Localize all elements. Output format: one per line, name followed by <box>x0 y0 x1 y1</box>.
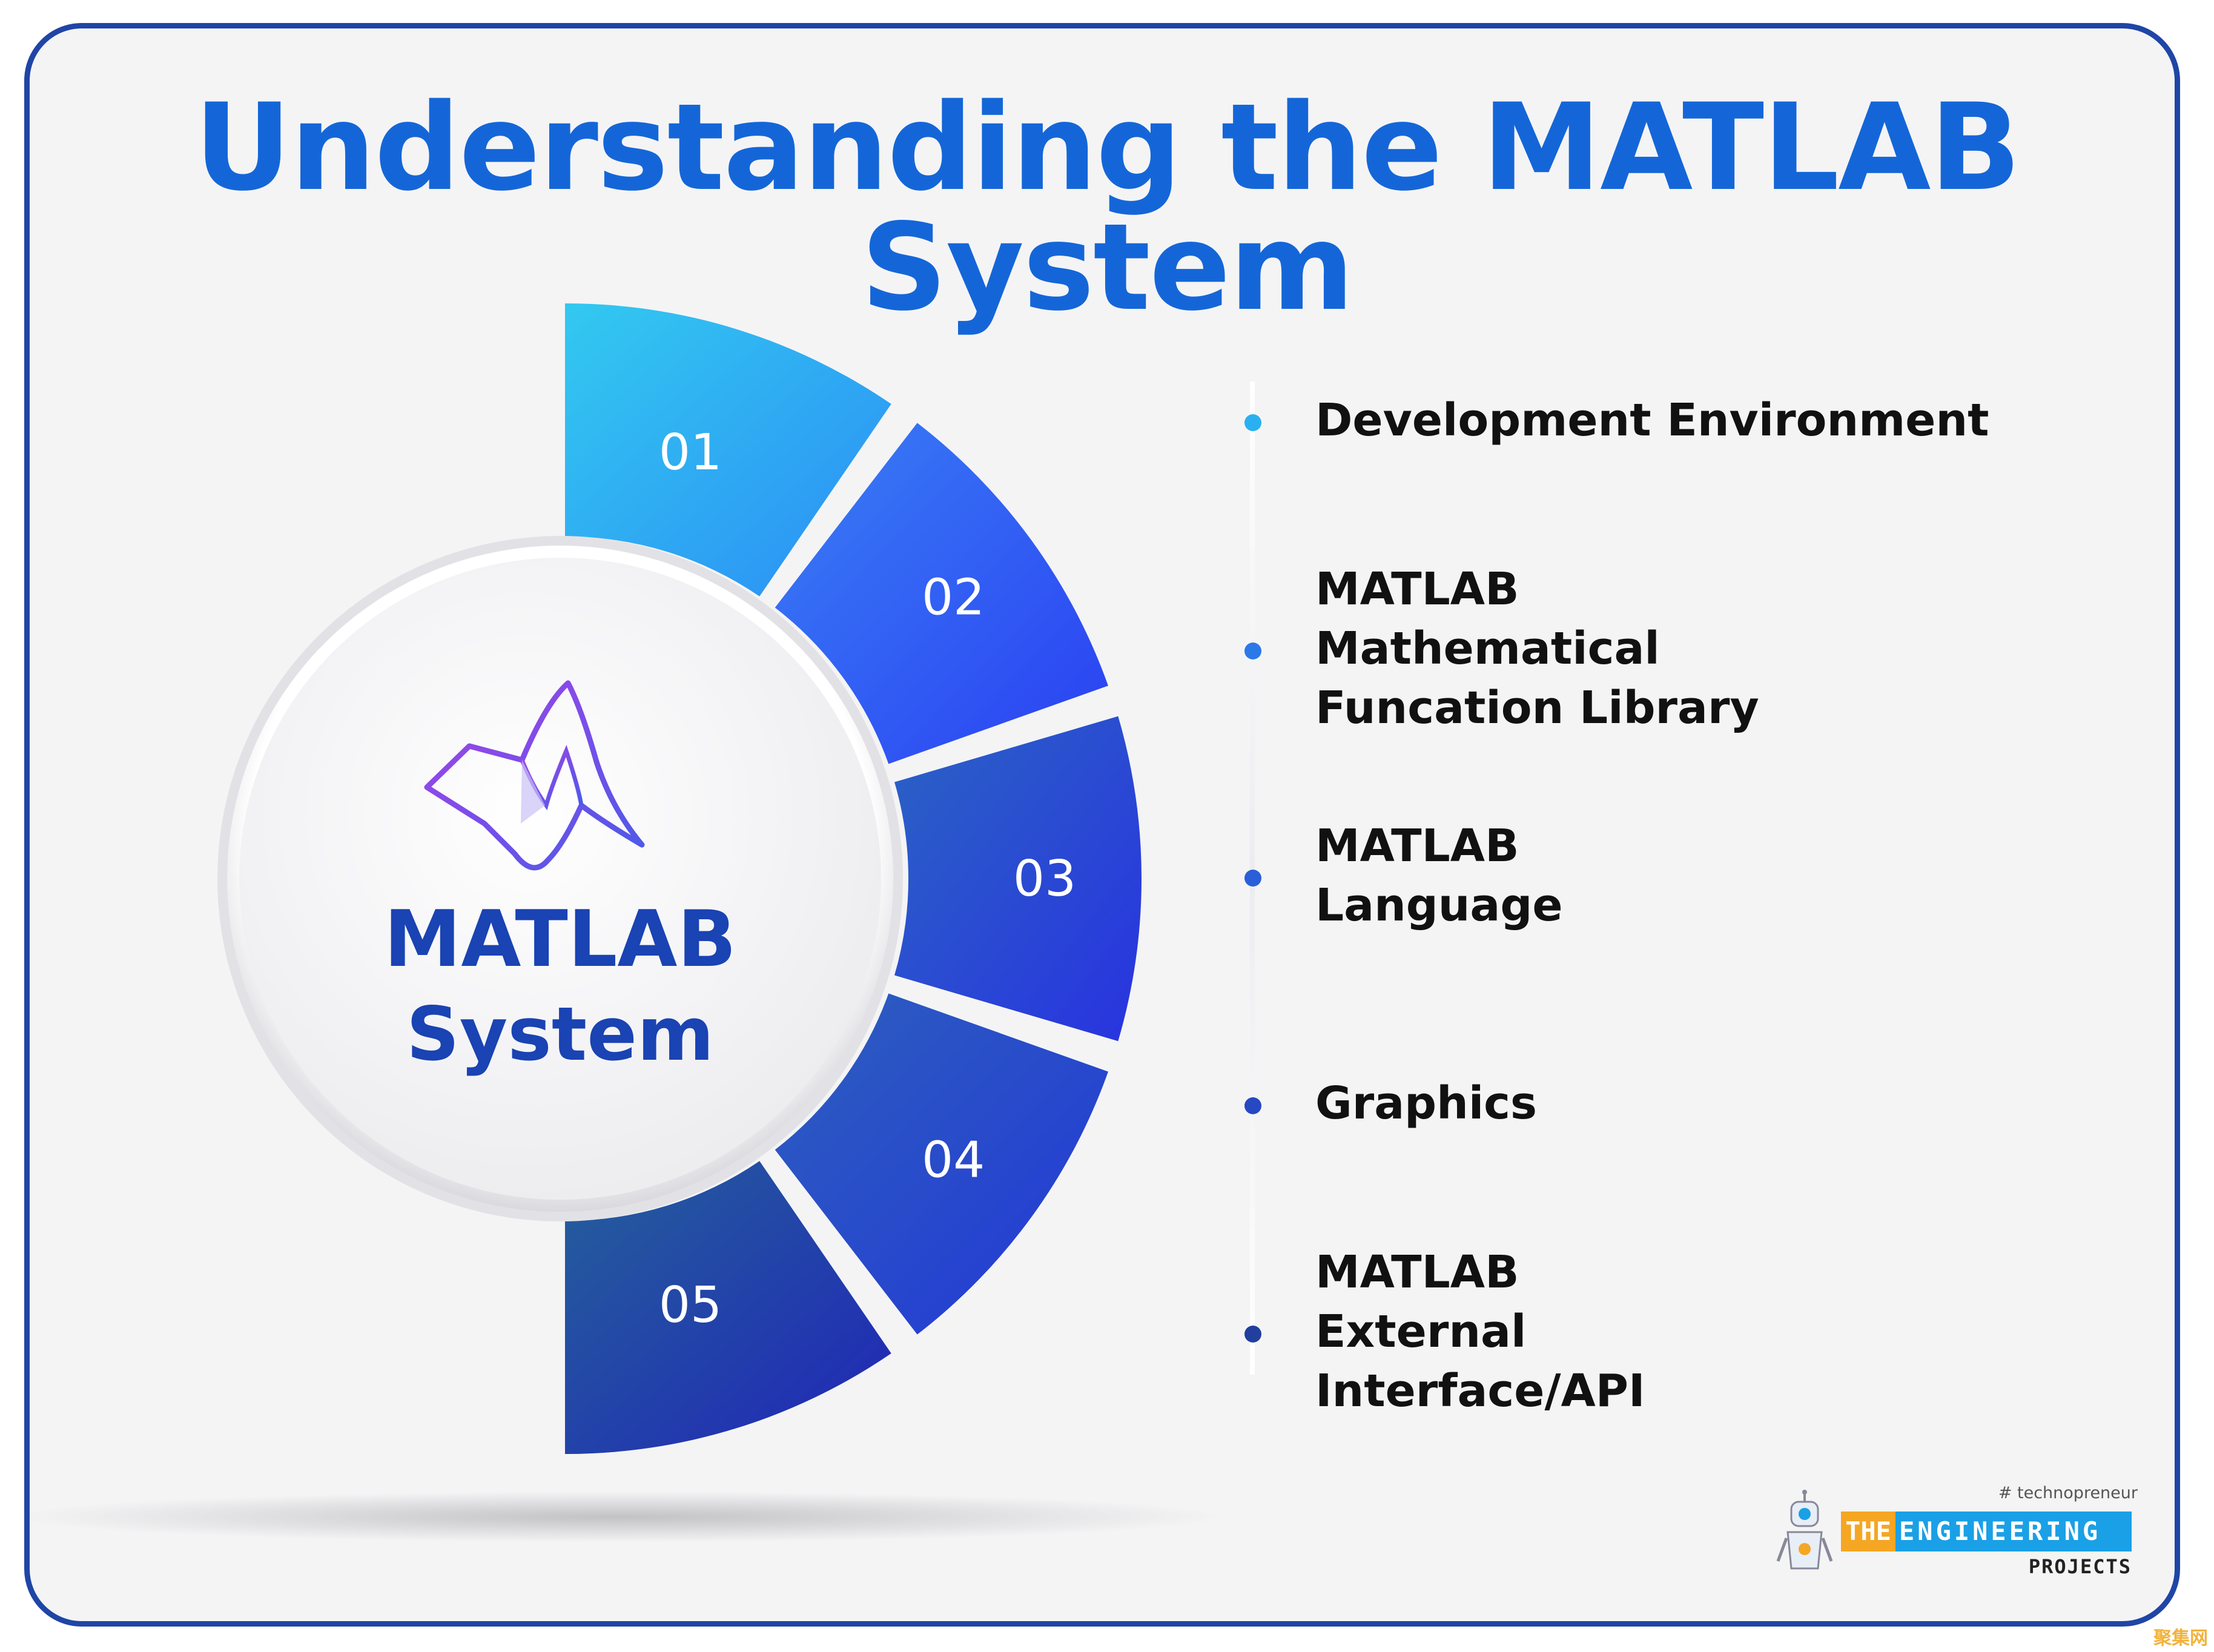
timeline-dot <box>1244 414 1261 431</box>
center-subtitle: System <box>406 991 714 1077</box>
timeline-dot <box>1244 643 1261 659</box>
center-title: MATLAB <box>384 894 736 985</box>
center-disc <box>239 558 881 1200</box>
segment-05 <box>565 1161 891 1455</box>
list-item-label: MATLAB Mathematical Funcation Library <box>1315 563 1759 734</box>
matlab-logo-icon <box>424 680 645 871</box>
timeline-dot <box>1244 870 1261 887</box>
segment-03 <box>894 716 1142 1042</box>
brand-logo: # technopreneur THE ENGINEERING PROJECTS <box>1774 1484 2138 1587</box>
segment-number-04: 04 <box>922 1131 985 1189</box>
timeline-dot <box>1244 1326 1261 1343</box>
list-item-label: Development Environment <box>1315 394 1989 446</box>
segment-number-02: 02 <box>922 569 985 627</box>
floor-shadow <box>12 1492 1223 1542</box>
page-title: Understanding the MATLAB System <box>194 78 2021 337</box>
list-item-label: MATLAB Language <box>1315 820 1563 931</box>
segment-01 <box>565 303 891 596</box>
list-item-label: Graphics <box>1315 1077 1538 1129</box>
robot-icon <box>1776 1490 1833 1570</box>
list-item-label: MATLAB External Interface/API <box>1315 1246 1645 1417</box>
brand-bar: THE ENGINEERING <box>1841 1512 2132 1551</box>
brand-tagline: # technopreneur <box>1998 1484 2138 1502</box>
segment-02 <box>775 423 1108 764</box>
watermark-text: 聚集网 <box>2153 1628 2208 1649</box>
segment-number-03: 03 <box>1013 850 1076 908</box>
segment-04 <box>775 993 1108 1335</box>
brand-the: THE <box>1841 1512 1895 1551</box>
brand-projects: PROJECTS <box>2028 1555 2132 1578</box>
segment-number-05: 05 <box>659 1277 722 1334</box>
brand-engineering: ENGINEERING <box>1899 1516 2101 1546</box>
segment-number-01: 01 <box>659 424 722 481</box>
timeline-dot <box>1244 1097 1261 1114</box>
